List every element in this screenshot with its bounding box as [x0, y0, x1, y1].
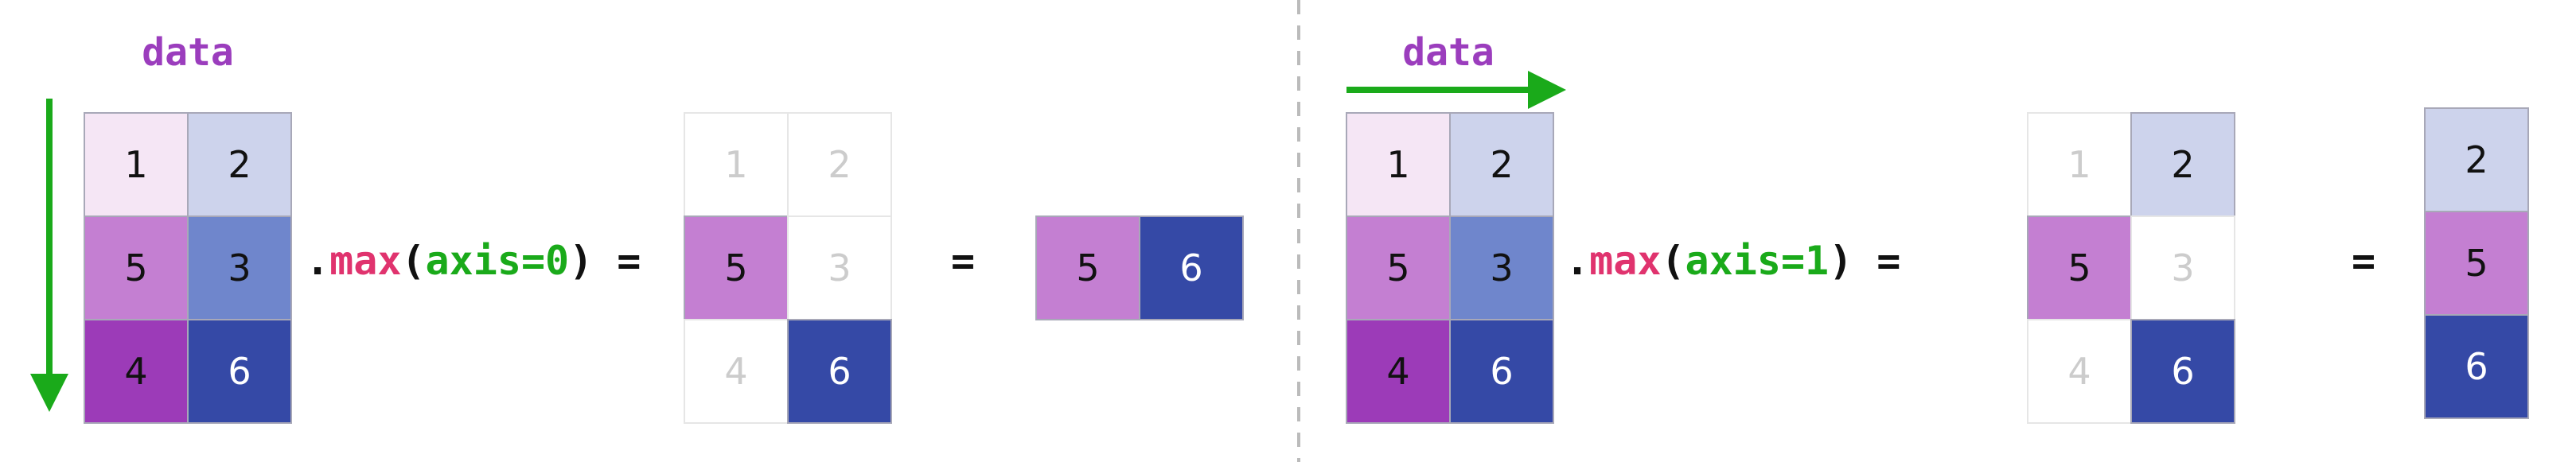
data-label: data — [1402, 30, 1495, 75]
matrix-cell — [2027, 215, 2132, 320]
code-method: max — [1589, 238, 1661, 284]
code-param: axis=0 — [426, 238, 570, 284]
matrix-cell — [1449, 112, 1554, 217]
matrix-cell — [2130, 215, 2235, 320]
code-dot: . — [1565, 238, 1589, 284]
cell-value: 5 — [724, 247, 747, 289]
mask-matrix: 1 2 5 3 4 6 — [2027, 112, 2235, 424]
cell-value: 1 — [2067, 143, 2091, 186]
code-param: axis=1 — [1686, 238, 1830, 284]
cell-value: 3 — [228, 247, 251, 289]
matrix-cell — [2424, 107, 2529, 212]
input-matrix: 1 2 5 3 4 6 — [1346, 112, 1554, 424]
matrix-cell — [684, 112, 789, 217]
matrix-cell — [2130, 112, 2235, 217]
cell-value: 6 — [2171, 350, 2194, 393]
matrix-cell — [187, 319, 292, 424]
cell-value: 3 — [828, 247, 851, 289]
cell-value: 3 — [2171, 247, 2194, 289]
matrix-cell — [1449, 215, 1554, 320]
matrix-cell — [1346, 319, 1451, 424]
matrix-cell — [187, 215, 292, 320]
cell-value: 5 — [124, 247, 147, 289]
panel-axis1: data 1 2 5 3 4 6 .max(axis=1) = 1 2 5 3 4 6 = 2 5 6 — [1346, 30, 2529, 424]
cell-value: 5 — [1076, 247, 1099, 289]
matrix-cell — [1346, 112, 1451, 217]
cell-value: 6 — [828, 350, 851, 393]
code-dot: . — [306, 238, 329, 284]
equals-sign: = — [2352, 238, 2375, 284]
cell-value: 4 — [1386, 350, 1409, 393]
cell-value: 4 — [124, 350, 147, 393]
cell-value: 4 — [724, 350, 747, 393]
matrix-cell — [2130, 319, 2235, 424]
cell-value: 2 — [2465, 138, 2488, 181]
cell-value: 6 — [228, 350, 251, 393]
cell-value: 2 — [2171, 143, 2194, 186]
code-expression: .max(axis=0) = — [306, 238, 641, 284]
cell-value: 2 — [828, 143, 851, 186]
matrix-cell — [187, 112, 292, 217]
matrix-cell — [1346, 215, 1451, 320]
code-method: max — [329, 238, 401, 284]
mask-matrix: 1 2 5 3 4 6 — [684, 112, 892, 424]
matrix-cell — [1035, 215, 1140, 320]
cell-value: 5 — [1386, 247, 1409, 289]
cell-value: 1 — [1386, 143, 1409, 186]
code-open-paren: ( — [401, 238, 425, 284]
cell-value: 6 — [2465, 345, 2488, 388]
data-label: data — [142, 30, 234, 75]
matrix-cell — [2027, 319, 2132, 424]
matrix-cell — [787, 215, 892, 320]
cell-value: 3 — [1490, 247, 1513, 289]
code-close-paren: ) — [1829, 238, 1853, 284]
equals-sign: = — [951, 238, 975, 284]
matrix-cell — [84, 215, 189, 320]
cell-value: 5 — [2465, 242, 2488, 285]
code-expression: .max(axis=1) = — [1565, 238, 1900, 284]
code-open-paren: ( — [1661, 238, 1685, 284]
cell-value: 1 — [724, 143, 747, 186]
matrix-cell — [2027, 112, 2132, 217]
cell-value: 1 — [124, 143, 147, 186]
matrix-cell — [1449, 319, 1554, 424]
code-close-paren: ) — [569, 238, 593, 284]
matrix-cell — [84, 112, 189, 217]
matrix-cell — [2424, 211, 2529, 316]
code-equals: = — [617, 238, 641, 284]
cell-value: 5 — [2067, 247, 2091, 289]
cell-value: 2 — [228, 143, 251, 186]
matrix-cell — [1139, 215, 1244, 320]
matrix-cell — [787, 319, 892, 424]
code-equals: = — [1876, 238, 1900, 284]
input-matrix: 1 2 5 3 4 6 — [84, 112, 292, 424]
cell-value: 4 — [2067, 350, 2091, 393]
cell-value: 6 — [1490, 350, 1513, 393]
cell-value: 2 — [1490, 143, 1513, 186]
matrix-cell — [684, 319, 789, 424]
cell-value: 6 — [1179, 247, 1202, 289]
matrix-cell — [2424, 314, 2529, 419]
result-matrix: 2 5 6 — [2424, 107, 2529, 419]
